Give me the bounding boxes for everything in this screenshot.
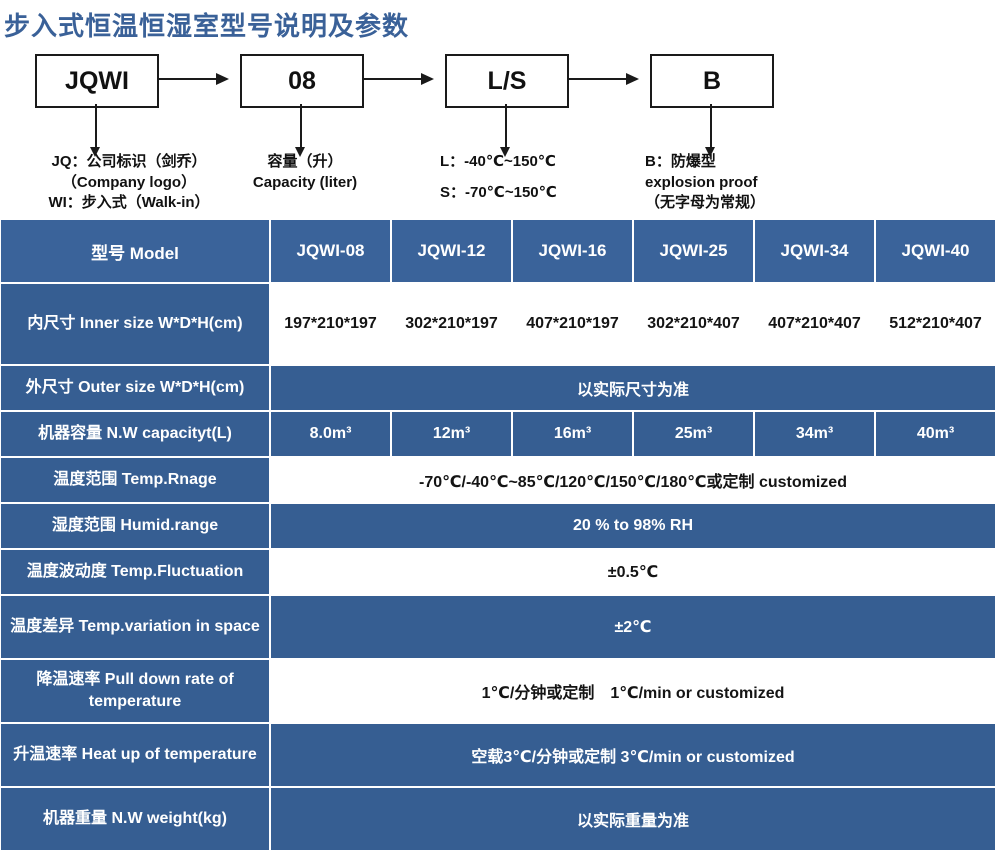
- row-value-cell: 40m³: [875, 411, 996, 457]
- row-value-merged: ±2℃: [270, 595, 996, 659]
- model-code-diagram: JQWI 08 L/S B JQ：公司标识（剑乔） （Company logo）…: [0, 48, 996, 218]
- row-label: 温度波动度 Temp.Fluctuation: [0, 549, 270, 595]
- row-value-merged: 20 % to 98% RH: [270, 503, 996, 549]
- legend-line: 容量（升）: [267, 153, 343, 170]
- table-header-jqwi-34: JQWI-34: [754, 219, 875, 283]
- diagram-node-temprange: L/S: [445, 54, 569, 108]
- right-arrow-icon: [567, 73, 639, 85]
- diagram-node-explosionproof-label: B: [702, 66, 722, 95]
- row-value-cell: 34m³: [754, 411, 875, 457]
- table-header-jqwi-40: JQWI-40: [875, 219, 996, 283]
- row-value-cell: 197*210*197: [270, 283, 391, 365]
- diagram-legend-explosionproof: B：防爆型 explosion proof （无字母为常规）: [645, 152, 845, 214]
- row-value-merged: 以实际重量为准: [270, 787, 996, 851]
- right-arrow-icon: [157, 73, 229, 85]
- legend-line: explosion proof: [645, 173, 758, 191]
- row-label: 内尺寸 Inner size W*D*H(cm): [0, 283, 270, 365]
- row-label: 降温速率 Pull down rate of temperature: [0, 659, 270, 723]
- down-arrow-icon: [706, 104, 714, 157]
- table-row: 温度波动度 Temp.Fluctuation±0.5℃: [0, 549, 996, 595]
- row-label: 温度范围 Temp.Rnage: [0, 457, 270, 503]
- table-header-row: 型号 Model JQWI-08 JQWI-12 JQWI-16 JQWI-25…: [0, 219, 996, 283]
- table-header-jqwi-12: JQWI-12: [391, 219, 512, 283]
- row-value-cell: 407*210*197: [512, 283, 633, 365]
- legend-line: WI：步入式（Walk-in）: [48, 194, 210, 212]
- row-value-cell: 25m³: [633, 411, 754, 457]
- table-header-model: 型号 Model: [0, 219, 270, 283]
- specification-table: 型号 Model JQWI-08 JQWI-12 JQWI-16 JQWI-25…: [0, 219, 996, 851]
- right-arrow-icon: [362, 73, 434, 85]
- down-arrow-icon: [501, 104, 509, 157]
- row-value-cell: 302*210*407: [633, 283, 754, 365]
- row-value-cell: 302*210*197: [391, 283, 512, 365]
- row-value-merged: 以实际尺寸为准: [270, 365, 996, 411]
- row-value-merged: -70℃/-40℃~85℃/120℃/150℃/180℃或定制 customiz…: [270, 457, 996, 503]
- row-value-cell: 407*210*407: [754, 283, 875, 365]
- diagram-node-jqwi: JQWI: [35, 54, 159, 108]
- legend-line: B：防爆型: [645, 153, 716, 170]
- row-value-merged: ±0.5℃: [270, 549, 996, 595]
- diagram-legend-jqwi: JQ：公司标识（剑乔） （Company logo） WI：步入式（Walk-i…: [4, 152, 254, 214]
- row-label: 湿度范围 Humid.range: [0, 503, 270, 549]
- table-row: 温度范围 Temp.Rnage-70℃/-40℃~85℃/120℃/150℃/1…: [0, 457, 996, 503]
- legend-line: L：-40℃~150℃: [440, 153, 556, 170]
- row-value-merged: 1℃/分钟或定制 1℃/min or customized: [270, 659, 996, 723]
- row-value-cell: 12m³: [391, 411, 512, 457]
- diagram-node-explosionproof: B: [650, 54, 774, 108]
- row-label: 机器容量 N.W capacityt(L): [0, 411, 270, 457]
- diagram-legend-temprange: L：-40℃~150℃ S：-70℃~150℃: [440, 152, 620, 213]
- diagram-node-jqwi-label: JQWI: [65, 66, 129, 95]
- legend-line: S：-70℃~150℃: [440, 183, 557, 201]
- legend-line: Capacity (liter): [252, 173, 358, 191]
- table-header-jqwi-08: JQWI-08: [270, 219, 391, 283]
- table-row: 机器重量 N.W weight(kg)以实际重量为准: [0, 787, 996, 851]
- legend-line: JQ：公司标识（剑乔）: [51, 153, 207, 170]
- down-arrow-icon: [296, 104, 304, 157]
- table-row: 温度差异 Temp.variation in space±2℃: [0, 595, 996, 659]
- table-header-jqwi-16: JQWI-16: [512, 219, 633, 283]
- diagram-legend-capacity: 容量（升） Capacity (liter): [215, 152, 395, 193]
- row-label: 温度差异 Temp.variation in space: [0, 595, 270, 659]
- legend-line: （无字母为常规）: [645, 194, 766, 212]
- diagram-node-capacity: 08: [240, 54, 364, 108]
- legend-line: （Company logo）: [61, 173, 197, 191]
- diagram-node-temprange-label: L/S: [487, 66, 527, 95]
- table-row: 外尺寸 Outer size W*D*H(cm)以实际尺寸为准: [0, 365, 996, 411]
- row-value-cell: 512*210*407: [875, 283, 996, 365]
- diagram-node-capacity-label: 08: [288, 66, 316, 95]
- row-value-merged: 空载3℃/分钟或定制 3℃/min or customized: [270, 723, 996, 787]
- row-label: 升温速率 Heat up of temperature: [0, 723, 270, 787]
- row-label: 外尺寸 Outer size W*D*H(cm): [0, 365, 270, 411]
- row-value-cell: 16m³: [512, 411, 633, 457]
- row-value-cell: 8.0m³: [270, 411, 391, 457]
- down-arrow-icon: [91, 104, 99, 157]
- page-title: 步入式恒温恒湿室型号说明及参数: [4, 11, 410, 41]
- table-header-jqwi-25: JQWI-25: [633, 219, 754, 283]
- row-label: 机器重量 N.W weight(kg): [0, 787, 270, 851]
